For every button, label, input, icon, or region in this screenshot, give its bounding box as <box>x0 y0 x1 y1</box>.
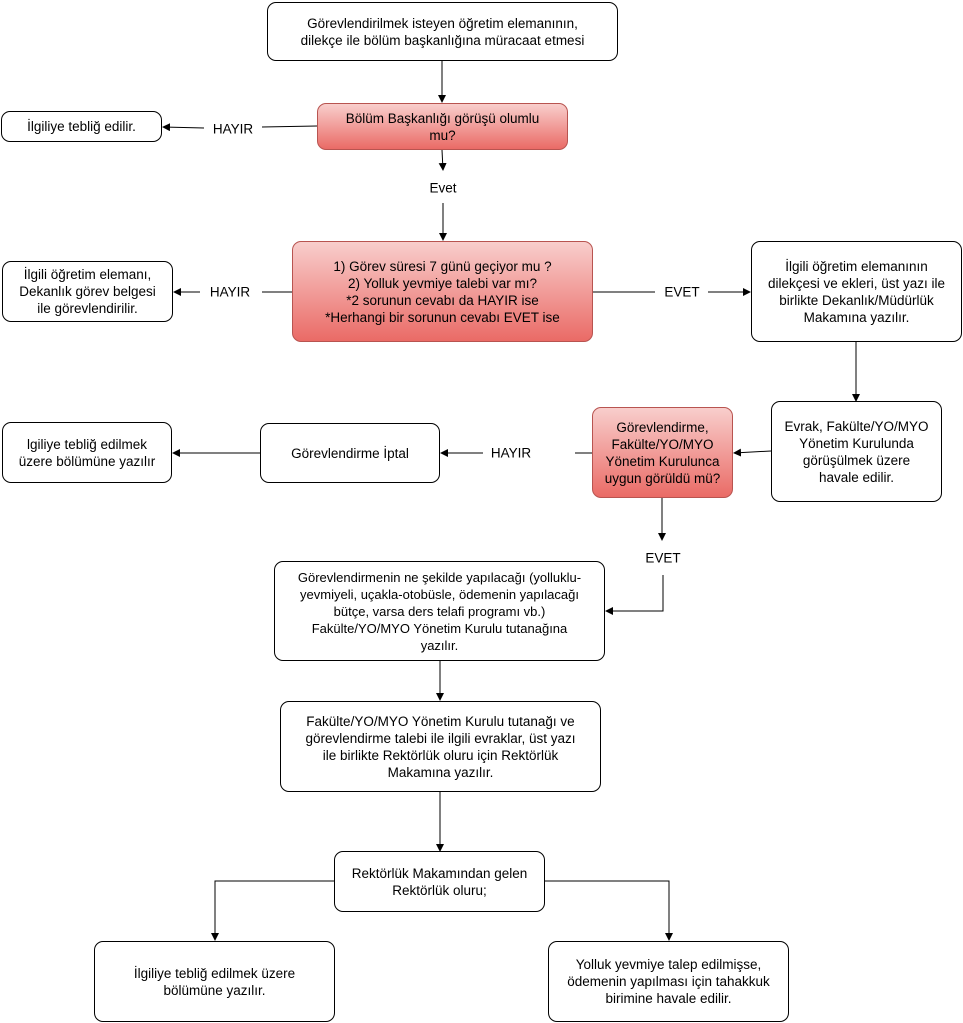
notify-final-node: İlgiliye tebliğ edilmek üzere bölümüne y… <box>94 941 335 1022</box>
edge-dept-to-yes1 <box>438 149 447 171</box>
label-yes1: Evet <box>425 179 461 197</box>
edge-approval-to-accrual <box>545 880 673 941</box>
dept-decision-node: Bölüm Başkanlığı görüşü olumlu mu? <box>317 103 568 150</box>
accrual-node: Yolluk yevmiye talep edilmişse, ödemenin… <box>548 941 789 1022</box>
dean-letter-node: İlgili öğretim elemanının dilekçesi ve e… <box>751 241 962 342</box>
rector-approval-node: Rektörlük Makamından gelen Rektörlük olu… <box>334 851 545 912</box>
edge-dept-to-no1 <box>261 125 318 128</box>
label-yes2: EVET <box>660 283 704 301</box>
board-decision-node: Görevlendirme, Fakülte/YO/MYO Yönetim Ku… <box>592 407 733 498</box>
edge-no1-to-notify <box>162 123 205 132</box>
dean-certificate-node: İlgili öğretim elemanı, Dekanlık görev b… <box>2 261 173 322</box>
minutes-node: Görevlendirmenin ne şekilde yapılacağı (… <box>274 561 605 661</box>
notify-node-left1: İlgiliye tebliğ edilir. <box>1 111 162 142</box>
label-yes3: EVET <box>641 549 685 567</box>
label-no2: HAYIR <box>205 283 255 301</box>
rector-letter-node: Fakülte/YO/MYO Yönetim Kurulu tutanağı v… <box>280 701 601 792</box>
start-node: Görevlendirilmek isteyen öğretim elemanı… <box>267 2 618 61</box>
board-referral-node: Evrak, Fakülte/YO/MYO Yönetim Kurulunda … <box>771 401 942 502</box>
notify-dept-node: lgiliye tebliğ edilmek üzere bölümüne ya… <box>2 422 172 483</box>
label-no3: HAYIR <box>486 444 536 462</box>
label-no1: HAYIR <box>208 120 258 138</box>
cancel-node: Görevlendirme İptal <box>260 423 440 483</box>
edge-board-to-decision <box>733 448 772 457</box>
edge-approval-to-notify <box>211 880 334 941</box>
duration-decision-node: 1) Görev süresi 7 günü geçiyor mu ? 2) Y… <box>292 241 593 342</box>
edge-yes3-to-minutes <box>605 575 664 615</box>
